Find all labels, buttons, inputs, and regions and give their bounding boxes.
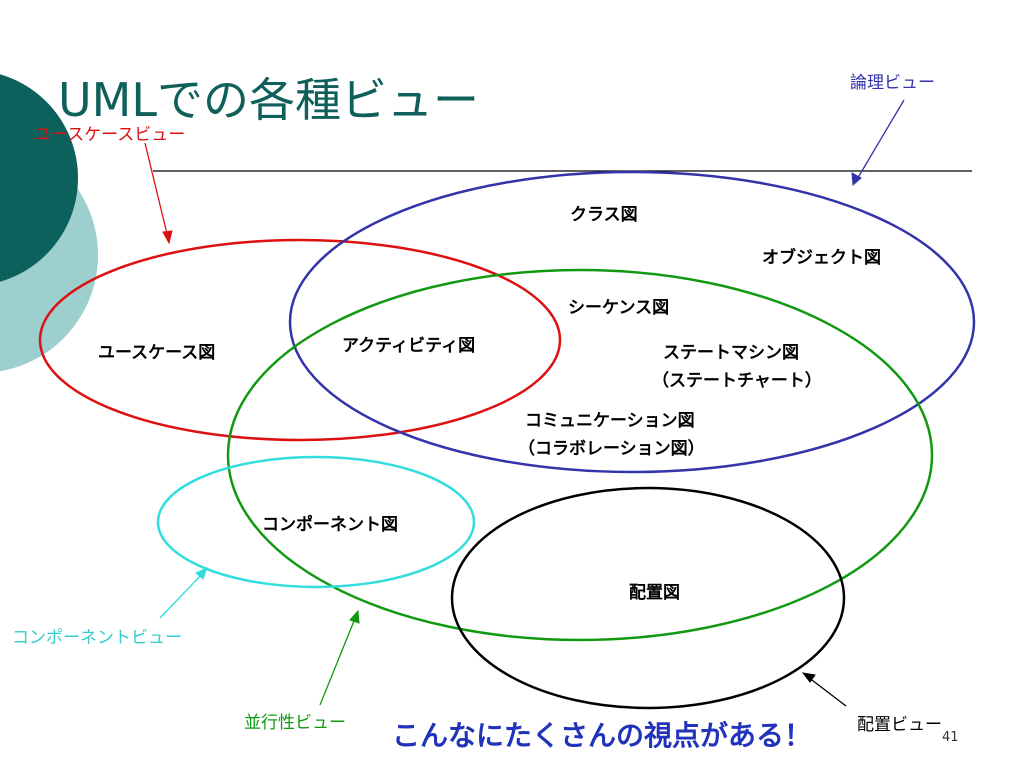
logical-view-arrow [851, 99, 905, 187]
slide-title: UMLでの各種ビュー [58, 73, 479, 127]
use-case-view-label: ユースケースビュー [34, 125, 186, 145]
deco-circle-dark [0, 74, 78, 282]
use-case-diagram-label: ユースケース図 [98, 343, 216, 363]
use-case-view-ellipse [38, 238, 562, 442]
deployment-diagram-label: 配置図 [629, 583, 680, 603]
statemachine-diagram-label-line1: ステートマシン図 [663, 343, 799, 363]
component-view-arrow [159, 567, 208, 619]
tagline: こんなにたくさんの視点がある！ [392, 719, 813, 752]
concurrency-view-label: 並行性ビュー [244, 713, 346, 733]
concurrency-view-ellipse [226, 268, 934, 642]
use-case-view-arrow [144, 142, 173, 245]
class-diagram-label: クラス図 [570, 205, 638, 225]
deployment-view-ellipse [450, 486, 846, 710]
logical-view-label: 論理ビュー [850, 73, 935, 93]
component-view-label: コンポーネントビュー [12, 628, 182, 648]
logical-view-ellipse [288, 170, 976, 474]
sequence-diagram-label: シーケンス図 [568, 298, 670, 318]
component-diagram-label: コンポーネント図 [262, 515, 398, 535]
activity-diagram-label: アクティビティ図 [342, 336, 476, 356]
concurrency-view-arrow [319, 609, 360, 706]
deployment-view-label: 配置ビュー [857, 715, 942, 735]
object-diagram-label: オブジェクト図 [762, 248, 881, 268]
deployment-view-arrow [801, 672, 847, 707]
communication-diagram-label-line1: コミュニケーション図 [525, 411, 695, 431]
component-view-ellipse [156, 455, 476, 589]
page-number: 41 [942, 730, 959, 745]
communication-diagram-label-line2: （コラボレーション図） [518, 439, 705, 459]
statemachine-diagram-label-line2: （ステートチャート） [652, 371, 822, 391]
